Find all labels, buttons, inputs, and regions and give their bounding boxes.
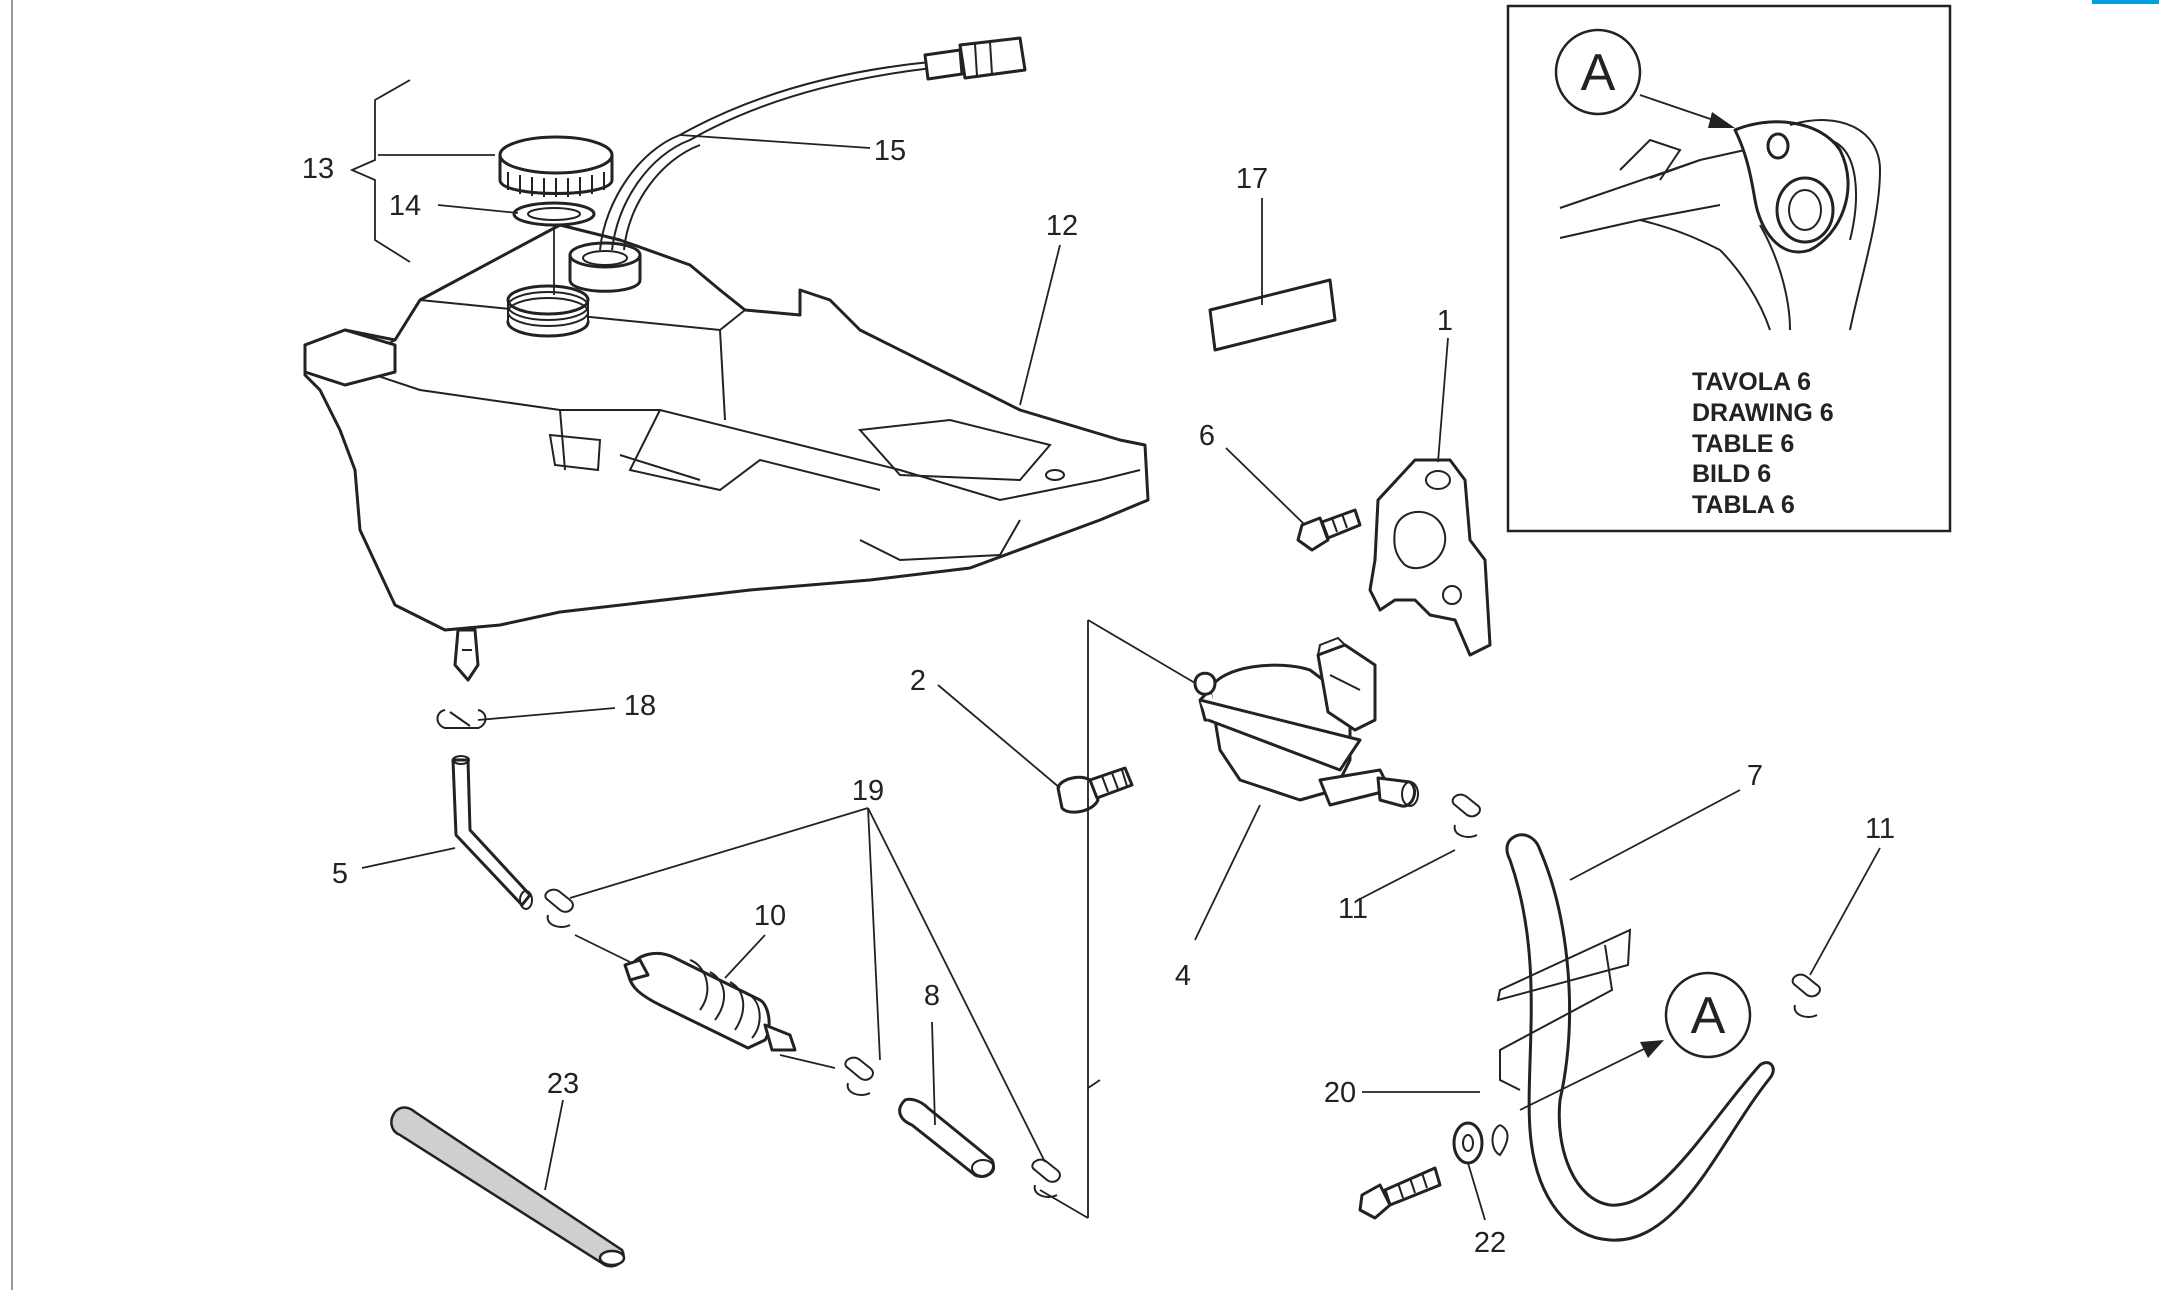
callout-2: 2: [910, 665, 926, 697]
reservoir-tank: [303, 223, 1150, 682]
cap-seal: [512, 201, 596, 295]
hose-holder: [1496, 928, 1632, 1091]
hose-clamp-11a: [1451, 793, 1481, 838]
callout-1: 1: [1437, 305, 1453, 337]
holder-clip: [1491, 1124, 1509, 1157]
leader-lines: [349, 79, 1881, 1221]
inset-detail-box: A TAVOLA 6 DRAWING 6 TABLE 6 BILD 6 TABL…: [1506, 4, 1952, 533]
hose-5: [451, 755, 533, 910]
callout-22: 22: [1474, 1227, 1506, 1259]
holder-bolt: [1358, 1166, 1442, 1220]
callout-5: 5: [332, 858, 348, 890]
callout-labels: 1 2 4 5 6 7 8 10 11 11 12 13 14 15 17 18…: [302, 135, 1895, 1259]
table-line-4: BILD 6: [1692, 460, 1771, 488]
mounting-bracket: [1368, 458, 1492, 657]
tube-23: [390, 1106, 626, 1268]
table-line-5: TABLA 6: [1692, 491, 1795, 519]
callout-8: 8: [924, 980, 940, 1012]
fuel-filter: [623, 951, 797, 1052]
adhesive-pad: [1208, 278, 1337, 352]
connector-tube: [898, 1097, 995, 1178]
callout-19: 19: [852, 775, 884, 807]
callout-13: 13: [302, 153, 334, 185]
valve-screw: [1056, 766, 1134, 814]
reservoir-cap: [498, 135, 614, 197]
callout-10: 10: [754, 900, 786, 932]
callout-23: 23: [547, 1068, 579, 1100]
callout-6: 6: [1199, 420, 1215, 452]
table-line-3: TABLE 6: [1692, 430, 1794, 458]
hose-clamp-19c: [1031, 1158, 1061, 1198]
callout-18: 18: [624, 690, 656, 722]
level-sensor-cable: [599, 36, 1027, 251]
detail-marker-a: A: [1519, 971, 1752, 1111]
hose-clamp-19a: [544, 888, 574, 928]
washer: [1452, 1121, 1484, 1165]
solenoid-valve: [1193, 636, 1419, 808]
hose-clamp-11b: [1791, 973, 1821, 1018]
accent-bar: [2092, 0, 2159, 4]
hose-7: [1505, 833, 1775, 1242]
table-line-1: TAVOLA 6: [1692, 368, 1811, 396]
callout-12: 12: [1046, 210, 1078, 242]
callout-14: 14: [389, 190, 421, 222]
table-line-2: DRAWING 6: [1692, 399, 1834, 427]
inset-marker-a: A: [1581, 44, 1616, 102]
callout-11a: 11: [1338, 893, 1368, 925]
callout-11b: 11: [1865, 813, 1895, 845]
callout-4: 4: [1175, 960, 1191, 992]
hose-clamp-18: [436, 709, 487, 729]
callout-15: 15: [874, 135, 906, 167]
bracket-bolt: [1296, 508, 1362, 552]
hose-clamp-19b: [844, 1056, 874, 1096]
callout-7: 7: [1747, 760, 1763, 792]
svg-text:A: A: [1691, 987, 1726, 1045]
callout-20: 20: [1324, 1077, 1356, 1109]
callout-17: 17: [1236, 163, 1268, 195]
